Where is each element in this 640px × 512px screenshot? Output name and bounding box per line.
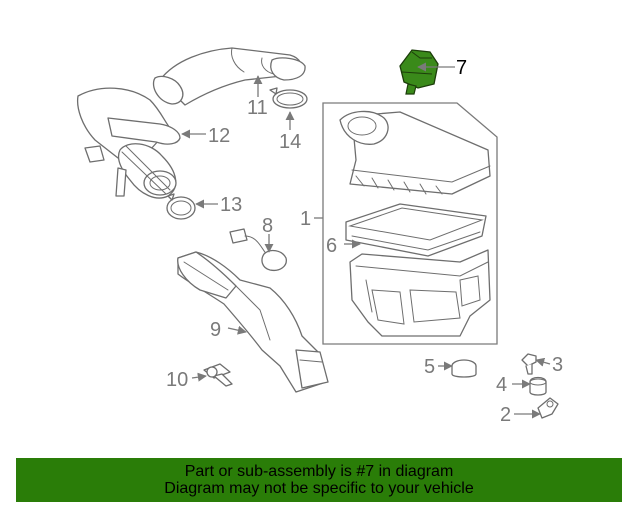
sensor-harness-8[interactable] <box>229 228 287 272</box>
intake-duct-upper[interactable] <box>152 47 306 106</box>
air-cleaner-lid[interactable] <box>339 110 491 195</box>
screw-3[interactable] <box>521 353 537 375</box>
callout-9[interactable]: 9 <box>210 319 221 341</box>
air-filter-element[interactable] <box>345 203 487 257</box>
callout-labels: 7 11 14 12 13 8 1 6 9 10 5 3 4 2 <box>166 57 563 426</box>
bolt-10[interactable] <box>203 363 233 387</box>
callout-14[interactable]: 14 <box>279 131 301 153</box>
assembly-bracket <box>322 102 498 345</box>
info-banner: Part or sub-assembly is #7 in diagram Di… <box>16 458 622 502</box>
callout-5[interactable]: 5 <box>424 356 435 378</box>
air-cleaner-case[interactable] <box>349 249 491 337</box>
banner-line-2: Diagram may not be specific to your vehi… <box>164 480 474 497</box>
callout-10[interactable]: 10 <box>166 369 188 391</box>
callout-13[interactable]: 13 <box>220 194 242 216</box>
clamp-13[interactable] <box>166 193 196 220</box>
callout-2[interactable]: 2 <box>500 404 511 426</box>
part-7-highlighted[interactable] <box>399 49 439 95</box>
clip-2[interactable] <box>537 397 559 419</box>
clamp-14[interactable] <box>269 87 308 109</box>
callout-11[interactable]: 11 <box>247 97 268 119</box>
callout-6[interactable]: 6 <box>326 235 337 257</box>
leader-lines <box>181 62 551 419</box>
parts-diagram: 7 11 14 12 13 8 1 6 9 10 5 3 4 2 <box>76 47 563 426</box>
callout-3[interactable]: 3 <box>552 354 563 376</box>
callout-4[interactable]: 4 <box>496 374 507 396</box>
callout-7[interactable]: 7 <box>456 57 467 79</box>
intake-duct-lower[interactable] <box>177 251 329 393</box>
callout-8[interactable]: 8 <box>262 215 273 237</box>
grommet-5[interactable] <box>451 359 477 378</box>
callout-12[interactable]: 12 <box>208 125 230 147</box>
resonator-duct[interactable] <box>76 87 181 199</box>
banner-line-1: Part or sub-assembly is #7 in diagram <box>184 463 454 480</box>
cushion-4[interactable] <box>529 376 547 396</box>
callout-1[interactable]: 1 <box>300 208 311 230</box>
